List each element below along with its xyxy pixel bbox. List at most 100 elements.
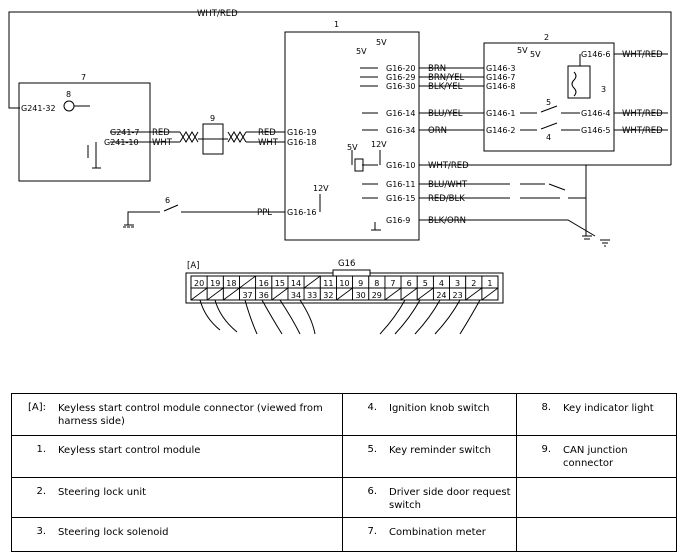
voltage-5v-d: 5V bbox=[530, 50, 541, 59]
connector-pin-number: 8 bbox=[374, 279, 379, 288]
component-7-label: 7 bbox=[81, 73, 86, 82]
wire-label-wht-red-out2: WHT/RED bbox=[622, 109, 663, 119]
wire-label-orn: ORN bbox=[428, 126, 447, 136]
legend-cell: 8. Key indicator light bbox=[516, 393, 677, 436]
terminal-g16-9: G16-9 bbox=[386, 216, 410, 225]
legend-key: 4. bbox=[367, 402, 377, 413]
terminal-g146-8: G146-8 bbox=[486, 82, 515, 91]
legend-key: 7. bbox=[367, 526, 377, 537]
voltage-12v-a: 12V bbox=[371, 140, 387, 149]
legend-description: Steering lock unit bbox=[58, 487, 147, 498]
terminal-g16-29: G16-29 bbox=[386, 73, 415, 82]
connector-empty-mark bbox=[481, 287, 499, 301]
legend-entry: 3.Steering lock solenoid bbox=[12, 518, 342, 539]
terminal-g16-14: G16-14 bbox=[386, 109, 415, 118]
wire-label-ppl: PPL bbox=[257, 208, 272, 218]
legend-key: 2. bbox=[36, 486, 46, 497]
terminal-g241-10: G241-10 bbox=[104, 138, 139, 147]
wire-label-red: RED bbox=[152, 128, 170, 138]
wire-label-wht: WHT bbox=[152, 138, 173, 148]
legend-description: Combination meter bbox=[389, 527, 486, 538]
legend-entry: 1.Keyless start control module bbox=[12, 436, 342, 457]
connector-cavity bbox=[481, 287, 499, 301]
connector-empty-mark bbox=[336, 287, 353, 301]
wire-label-blu-yel: BLU/YEL bbox=[428, 109, 463, 119]
connector-pin-number: 5 bbox=[423, 279, 428, 288]
legend-entry: 2. Steering lock unit bbox=[12, 478, 342, 499]
legend-entry bbox=[517, 478, 676, 486]
legend-cell: 9.CAN junction connector bbox=[516, 435, 677, 478]
wire-label-red-blk: RED/BLK bbox=[428, 194, 465, 204]
connector-pin-number: 32 bbox=[323, 291, 333, 300]
connector-pin-number: 14 bbox=[291, 279, 301, 288]
terminal-g241-7: G241-7 bbox=[110, 128, 139, 137]
legend-key: [A]: bbox=[27, 402, 46, 413]
terminal-g146-4: G146-4 bbox=[581, 109, 610, 118]
legend-key: 6. bbox=[367, 486, 377, 497]
legend-cell: 6.Driver side door request switch bbox=[342, 477, 517, 518]
voltage-5v-e: 5V bbox=[347, 143, 358, 152]
legend-row: 3.Steering lock solenoid 7. Combination me… bbox=[11, 517, 677, 552]
terminal-g16-19: G16-19 bbox=[287, 128, 316, 137]
voltage-5v-b: 5V bbox=[356, 47, 367, 56]
connector-empty-mark bbox=[271, 287, 289, 301]
terminal-g16-16: G16-16 bbox=[287, 208, 316, 217]
legend-description: Key indicator light bbox=[563, 403, 654, 414]
connector-empty-mark bbox=[190, 287, 208, 301]
connector-pin-number: 15 bbox=[275, 279, 285, 288]
connector-tag: [A] bbox=[187, 261, 199, 271]
wire-label-top: WHT/RED bbox=[197, 9, 238, 19]
voltage-5v-c: 5V bbox=[517, 46, 528, 55]
connector-empty-mark bbox=[465, 287, 483, 301]
legend-entry: 9.CAN junction connector bbox=[517, 436, 676, 470]
legend-key: 3. bbox=[36, 526, 46, 537]
connector-pin-number: 2 bbox=[471, 279, 476, 288]
connector-pin-number: 7 bbox=[390, 279, 395, 288]
legend-key: 8. bbox=[541, 402, 551, 413]
component-9-label: 9 bbox=[210, 114, 215, 123]
component-8-label: 8 bbox=[66, 90, 71, 99]
component-1-label: 1 bbox=[334, 20, 339, 29]
connector-empty-mark bbox=[400, 287, 418, 301]
terminal-g16-10: G16-10 bbox=[386, 161, 415, 170]
connector-empty-mark bbox=[303, 275, 321, 289]
connector-pin-number: 29 bbox=[372, 291, 382, 300]
legend-key: 1. bbox=[36, 444, 46, 455]
connector-pin-number: 3 bbox=[455, 279, 460, 288]
legend-entry: 6.Driver side door request switch bbox=[343, 478, 516, 512]
wire-label-red-2: RED bbox=[258, 128, 276, 138]
legend-row: [A]:Keyless start control module connect… bbox=[11, 393, 677, 436]
component-2-label: 2 bbox=[544, 33, 549, 42]
terminal-g146-7: G146-7 bbox=[486, 73, 515, 82]
terminal-g146-3: G146-3 bbox=[486, 64, 515, 73]
legend-description: CAN junction connector bbox=[563, 445, 628, 469]
terminal-g146-2: G146-2 bbox=[486, 126, 515, 135]
wire-label-wht-red-out3: WHT/RED bbox=[622, 126, 663, 136]
legend-entry bbox=[517, 518, 676, 526]
connector-pin-number: 30 bbox=[356, 291, 366, 300]
connector-empty-mark bbox=[223, 287, 240, 301]
terminal-g16-30: G16-30 bbox=[386, 82, 415, 91]
wire-label-wht-2: WHT bbox=[258, 138, 279, 148]
wire-label-wht-red-out1: WHT/RED bbox=[622, 50, 663, 60]
terminal-g16-20: G16-20 bbox=[386, 64, 415, 73]
terminal-g146-6: G146-6 bbox=[581, 50, 610, 59]
connector-pin-number: 16 bbox=[259, 279, 269, 288]
connector-pin-number: 33 bbox=[307, 291, 317, 300]
legend-entry: 7. Combination meter bbox=[343, 518, 516, 539]
legend-cell: 3.Steering lock solenoid bbox=[11, 517, 343, 552]
legend-key: 5. bbox=[367, 444, 377, 455]
legend-row: 2. Steering lock unit 6.Driver side door r… bbox=[11, 477, 677, 518]
legend-cell: 2. Steering lock unit bbox=[11, 477, 343, 518]
component-6-label: 6 bbox=[165, 196, 170, 205]
connector-pin-number: 4 bbox=[439, 279, 444, 288]
legend-cell: [A]:Keyless start control module connect… bbox=[11, 393, 343, 436]
connector-pin-number: 37 bbox=[242, 291, 252, 300]
terminal-g16-34: G16-34 bbox=[386, 126, 415, 135]
wire-label-blu-wht: BLU/WHT bbox=[428, 180, 468, 190]
terminal-g241-32: G241-32 bbox=[21, 104, 56, 113]
voltage-12v-b: 12V bbox=[313, 184, 329, 193]
legend-cell bbox=[516, 477, 677, 518]
